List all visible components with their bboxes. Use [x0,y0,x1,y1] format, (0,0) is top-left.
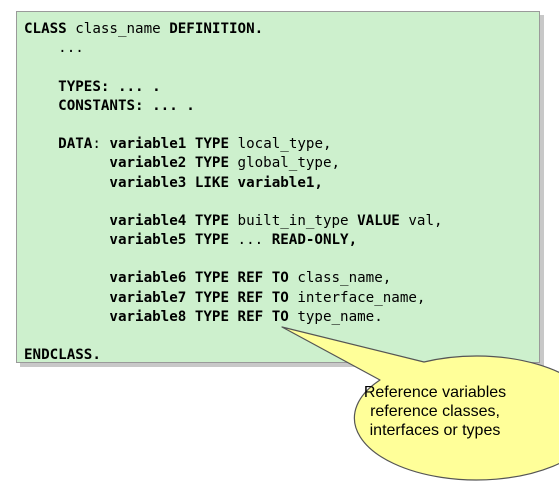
code-keyword: CONSTANTS: ... . [24,97,195,114]
code-line: variable5 TYPE ... READ-ONLY, [24,231,443,250]
code-listing: CLASS class_name DEFINITION. ... TYPES: … [24,20,443,365]
code-text: ... [24,40,84,57]
code-keyword: variable6 TYPE REF TO [24,270,289,287]
code-keyword: TYPES: ... . [24,78,161,95]
code-keyword: variable5 TYPE [24,232,229,249]
code-text: val, [399,212,443,229]
code-listing-panel: CLASS class_name DEFINITION. ... TYPES: … [16,11,540,363]
code-text: local_type, [229,136,332,153]
code-text: ... [229,232,272,249]
code-text: interface_name, [288,289,426,306]
code-keyword: variable8 TYPE REF TO [24,308,289,325]
code-line: variable6 TYPE REF TO class_name, [24,269,443,288]
code-keyword: variable3 LIKE variable1, [24,174,323,191]
code-keyword: READ-ONLY, [271,232,358,249]
code-keyword: VALUE [357,212,400,229]
code-keyword: variable2 TYPE [24,155,229,172]
code-keyword: variable1 TYPE [109,136,230,153]
code-text: class_name, [288,270,392,287]
code-text: built_in_type [229,212,358,229]
code-line: variable3 LIKE variable1, [24,174,443,193]
callout-line-1: Reference variables [363,384,507,401]
code-line: TYPES: ... . [24,78,443,97]
callout-shape [281,326,559,481]
code-line: variable8 TYPE REF TO type_name. [24,308,443,327]
code-keyword: CLASS [24,21,67,37]
code-keyword: DEFINITION. [169,21,264,37]
code-line: DATA: variable1 TYPE local_type, [24,135,443,154]
code-text: global_type, [229,155,341,172]
code-keyword: variable4 TYPE [24,212,229,229]
code-keyword: variable7 TYPE REF TO [24,289,289,306]
code-text: class_name [66,21,170,37]
callout-line-3: interfaces or types [369,422,501,439]
code-keyword: ENDCLASS. [24,347,101,364]
code-line: variable4 TYPE built_in_type VALUE val, [24,212,443,231]
code-line: variable7 TYPE REF TO interface_name, [24,289,443,308]
code-line: CLASS class_name DEFINITION. [24,20,443,39]
callout-line-2: reference classes, [370,403,500,420]
code-text: type_name. [288,308,383,325]
code-line: ENDCLASS. [24,346,443,365]
code-line: CONSTANTS: ... . [24,97,443,116]
callout-text: Reference variables reference classes, i… [320,383,550,440]
code-keyword: DATA [24,136,93,153]
code-line: variable2 TYPE global_type, [24,154,443,173]
code-text: : [92,136,110,153]
code-line: ... [24,39,443,58]
